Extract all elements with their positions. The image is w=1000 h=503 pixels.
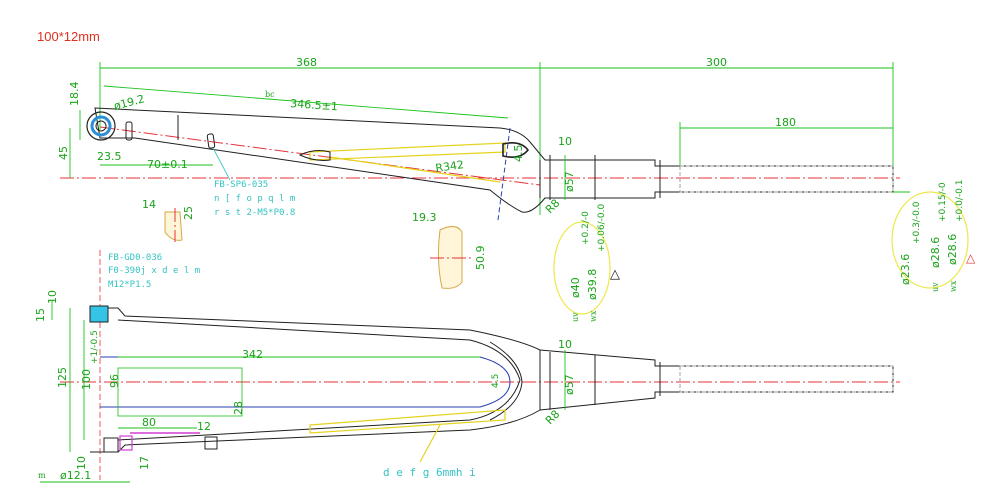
crown-axis [497, 127, 511, 221]
side-view: 368 300 180 bc 346.5±1 18.4 45 ø19.2 2 [57, 56, 976, 322]
dim-crown-race-tol2: +0.06/-0.0 [597, 204, 607, 252]
dim-front-crown-d: ø57 [563, 374, 576, 395]
dim-hub-tol: +1/-0.5 [90, 330, 100, 364]
dim-steerer-length: 300 [706, 56, 727, 69]
dim-w80: 80 [142, 416, 156, 429]
dim-front-crown-angle: 4.5 [491, 374, 501, 388]
dim-crown-w: 10 [558, 135, 572, 148]
dim-steerer-top-d1: ø28.6 [929, 237, 942, 268]
note-boss-thread: r s t 2-M5*P0.8 [214, 208, 295, 218]
dropout-outer [86, 111, 116, 141]
crown-port [502, 142, 530, 158]
leg-centerline [99, 126, 541, 186]
dim-inner-28: 28 [232, 401, 245, 415]
dim-hub-spacing: 100 [80, 369, 93, 390]
dim-d10-top: 10 [46, 290, 59, 304]
warning-mark-1: △ [610, 267, 620, 282]
oval-section [437, 226, 463, 289]
steerer-inner [679, 165, 894, 193]
dim-crown-d: ø57 [563, 171, 576, 192]
dim-w12: 12 [197, 420, 211, 433]
dim-steerer-d-tol: +0.3/-0.0 [912, 201, 922, 244]
dim-inner-96: 96 [108, 374, 121, 388]
dim-steerer-d: ø23.6 [899, 254, 912, 285]
dim-steerer-top-d2: ø28.6 [946, 234, 959, 265]
warning-mark-2: △ [966, 251, 976, 265]
note-bottom: d e f g 6mmh i [383, 466, 476, 479]
dim-steerer-top-tol2: +0.0/-0.1 [955, 180, 965, 222]
tab-section [164, 211, 183, 241]
dim-oval-w: 19.3 [412, 211, 437, 224]
tag-uv-2: uv [931, 282, 940, 292]
dim-axle-prefix: m [38, 471, 46, 480]
dim-crown-race-d1: ø40 [569, 277, 582, 298]
note-insert-desc: F0-390j x d e l m [108, 266, 200, 276]
tag-wx-2: wx [949, 280, 958, 292]
note-boss-part: FB-SP6-035 [214, 180, 268, 190]
steerer-callout [891, 191, 969, 289]
dim-offset: 45 [57, 146, 70, 160]
dim-boss-pos: 70±0.1 [147, 158, 188, 171]
cable-guide-zone [309, 142, 506, 161]
dim-oval-h: 50.9 [474, 246, 487, 271]
dim-d10-bot: 10 [75, 456, 88, 470]
crown-race-callout [553, 221, 611, 315]
dim-axle-d: ø12.1 [60, 469, 91, 482]
dim-steerer-sub-length: 180 [775, 116, 796, 129]
dim-tab-h: 25 [182, 206, 195, 220]
dim-width-125: 125 [56, 367, 69, 388]
dim-front-crown-rad: R8 [543, 408, 563, 428]
dim-d17: 17 [138, 456, 151, 470]
dim-r: 23.5 [97, 150, 122, 163]
dim-overall-length: 368 [296, 56, 317, 69]
tag-uv-1: uv [571, 312, 580, 322]
tag-wx-1: wx [589, 310, 598, 322]
dropout-axle-hole [90, 115, 112, 137]
dim-dropout-h: 18.4 [68, 82, 81, 107]
dim-steerer-top-tol1: +0.15/-0 [938, 182, 948, 222]
front-view: 10 15 125 100 +1/-0.5 96 342 28 80 12 10… [34, 250, 900, 483]
dim-tab-w: 14 [142, 198, 156, 211]
note-boss-desc: n [ f o p q l m [214, 194, 295, 204]
dim-crown-race-tol1: +0.2/-0 [581, 211, 591, 245]
dim-crown-angle: 4.5 [512, 145, 525, 163]
fork-leg-outline [94, 107, 894, 213]
dropout-top [89, 305, 109, 323]
note-insert-thread: M12*P1.5 [108, 280, 151, 290]
dim-axle-crown-prefix: bc [265, 90, 275, 99]
hub-clearance [100, 356, 511, 408]
dim-front-crown-w: 10 [558, 338, 572, 351]
dim-leg-len: 342 [242, 348, 263, 361]
dim-crown-radius: R342 [435, 158, 465, 175]
dim-axle-to-crown: 346.5±1 [290, 97, 339, 113]
drawing-title: 100*12mm [37, 29, 100, 44]
dim-d15: 15 [34, 308, 47, 322]
note-insert-part: FB-GD0-036 [108, 253, 162, 263]
dim-crown-race-d2: ø39.8 [586, 269, 599, 300]
dim-crown-rad: R8 [543, 197, 563, 217]
